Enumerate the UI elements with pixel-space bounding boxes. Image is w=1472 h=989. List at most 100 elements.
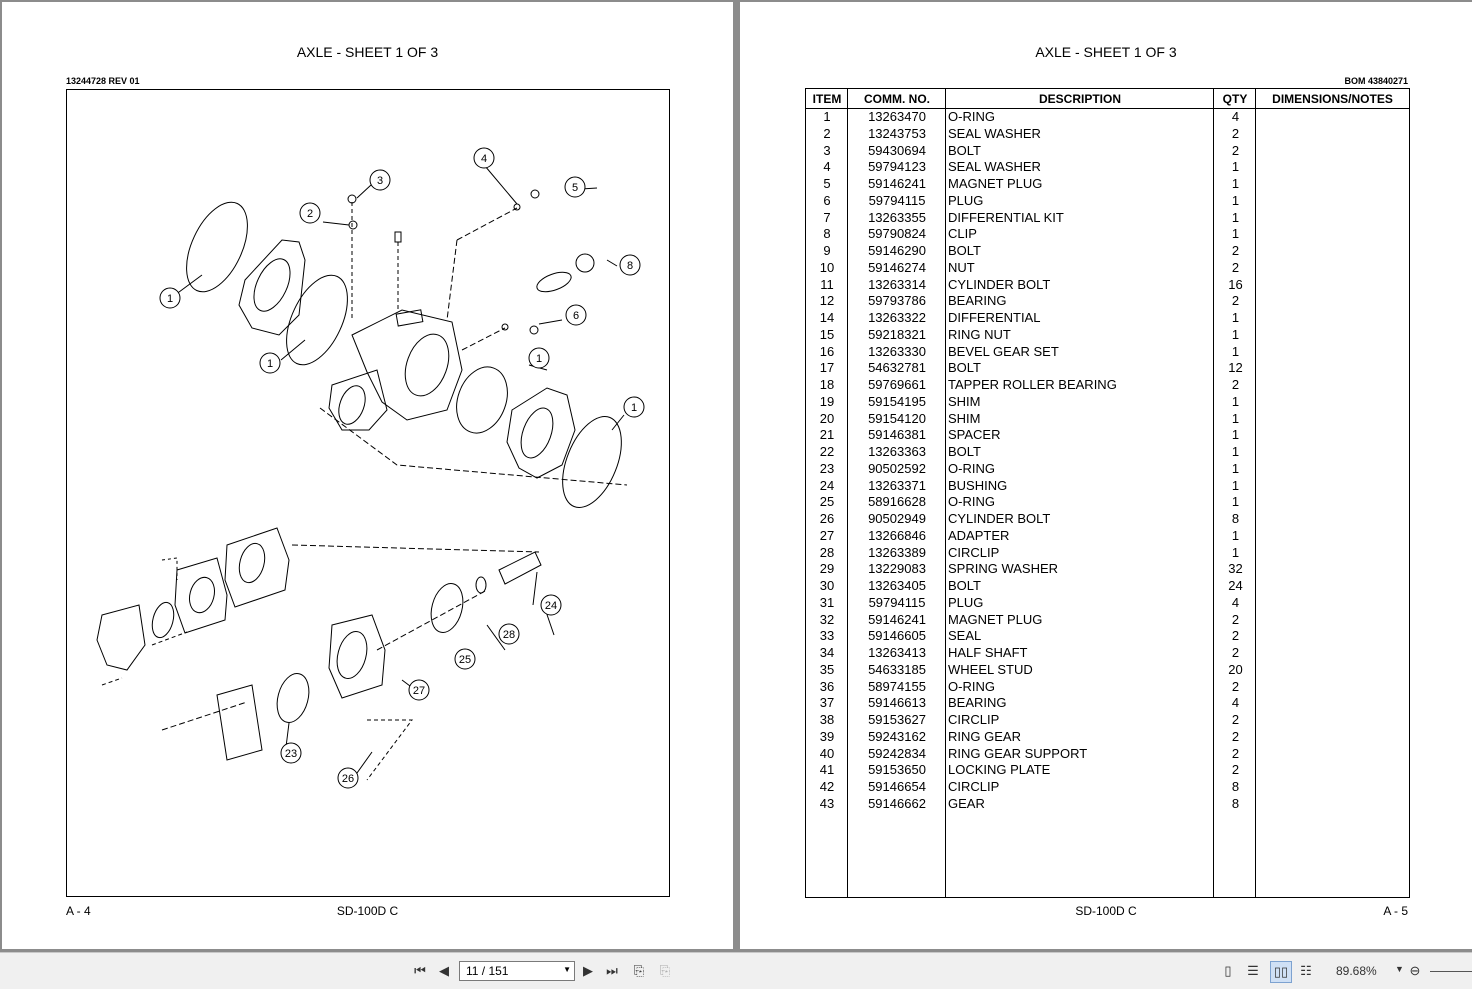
- header-qty: QTY: [1222, 92, 1248, 106]
- qty-cell: 1: [1231, 326, 1240, 342]
- description-cell: CIRCLIP: [948, 779, 1000, 794]
- item-cell: 5: [823, 176, 831, 191]
- qty-cell: 1: [1231, 159, 1240, 175]
- comm-no-cell: 13263371: [868, 477, 926, 493]
- description-cell: BEARING: [948, 293, 1007, 309]
- qty-cell: 8: [1231, 795, 1240, 811]
- footer-model-left: SD-100D C: [336, 904, 399, 918]
- sheet-title-left: AXLE - SHEET 1 OF 3: [296, 44, 439, 60]
- item-cell: 41: [819, 762, 835, 778]
- item-cell: 43: [819, 795, 835, 811]
- description-cell: LOCKING PLATE: [948, 762, 1051, 778]
- first-page-icon[interactable]: ⏮: [414, 963, 426, 978]
- item-cell: 37: [819, 695, 835, 711]
- description-cell: RING NUT: [948, 326, 1011, 342]
- description-cell: RING GEAR SUPPORT: [948, 745, 1088, 761]
- description-cell: SEAL: [948, 628, 982, 644]
- comm-no-cell: 59153650: [868, 762, 926, 778]
- bom-ref: BOM 43840271: [1344, 76, 1408, 86]
- comm-no-cell: 13266846: [868, 527, 926, 543]
- page-number-input[interactable]: 11 / 151 ▼: [459, 961, 575, 981]
- item-cell: 10: [819, 259, 835, 275]
- qty-cell: 4: [1231, 695, 1240, 711]
- description-cell: WHEEL STUD: [948, 661, 1033, 677]
- last-page-icon[interactable]: ⏭: [606, 963, 618, 978]
- comm-no-cell: 59146290: [868, 243, 926, 258]
- item-cell: 4: [823, 159, 831, 175]
- continuous-facing-icon[interactable]: ☷: [1300, 963, 1312, 978]
- item-cell: 36: [819, 678, 835, 694]
- qty-cell: 32: [1228, 561, 1243, 577]
- qty-cell: 1: [1231, 343, 1240, 359]
- comm-no-cell: 90502592: [868, 460, 926, 476]
- comm-no-cell: 59146381: [868, 427, 926, 443]
- next-page-icon[interactable]: ▶: [583, 963, 593, 978]
- description-cell: CIRCLIP: [948, 544, 1000, 560]
- item-cell: 16: [819, 343, 835, 359]
- item-cell: 39: [819, 728, 835, 744]
- zoom-level[interactable]: 89.68%: [1336, 964, 1377, 978]
- item-cell: 31: [819, 594, 835, 610]
- item-cell: 23: [819, 460, 835, 476]
- continuous-icon[interactable]: ☰: [1247, 963, 1259, 978]
- item-cell: 3: [823, 142, 831, 158]
- qty-cell: 4: [1231, 109, 1240, 124]
- qty-cell: 20: [1228, 661, 1243, 677]
- next-view-icon[interactable]: ⎘: [659, 963, 671, 978]
- comm-no-cell: 13263330: [868, 343, 926, 359]
- col-divider: [945, 89, 946, 897]
- comm-no-cell: 54633185: [868, 661, 926, 677]
- description-cell: PLUG: [948, 192, 984, 208]
- description-cell: HALF SHAFT: [948, 645, 1028, 660]
- single-page-icon[interactable]: ▯: [1224, 963, 1232, 978]
- footer-page-number-left: A - 4: [66, 904, 91, 918]
- prev-view-icon[interactable]: ⎘: [633, 963, 645, 978]
- comm-no-cell: 59146613: [868, 695, 926, 711]
- comm-no-cell: 59146241: [868, 611, 926, 627]
- prev-page-icon[interactable]: ◀: [439, 963, 449, 978]
- comm-no-cell: 59242834: [868, 745, 926, 761]
- item-cell: 42: [819, 779, 835, 794]
- viewer-toolbar: ⏮ ◀ 11 / 151 ▼ ▶ ⏭ ⎘ ⎘ ▯ ☰ ▯▯ ☷ 89.68% ▼…: [0, 952, 1472, 989]
- zoom-dropdown-icon[interactable]: ▼: [1395, 964, 1404, 974]
- comm-no-cell: 13263389: [868, 544, 926, 560]
- comm-no-cell: 59794115: [868, 594, 926, 610]
- qty-cell: 1: [1231, 460, 1240, 476]
- description-cell: CLIP: [948, 226, 977, 242]
- header-dimensions-notes: DIMENSIONS/NOTES: [1272, 92, 1393, 106]
- qty-cell: 8: [1231, 511, 1240, 526]
- item-cell: 2: [823, 125, 831, 141]
- item-cell: 9: [823, 243, 831, 258]
- qty-cell: 2: [1231, 762, 1240, 778]
- left-page: AXLE - SHEET 1 OF 3 13244728 REV 01: [2, 2, 733, 949]
- zoom-slider[interactable]: [1430, 971, 1472, 972]
- qty-cell: 1: [1231, 527, 1240, 543]
- zoom-out-icon[interactable]: ⊖: [1409, 963, 1421, 978]
- comm-no-cell: 59146662: [868, 795, 926, 811]
- qty-cell: 1: [1231, 192, 1240, 208]
- comm-no-cell: 13243753: [868, 125, 926, 141]
- description-cell: CYLINDER BOLT: [948, 511, 1051, 526]
- description-cell: SPRING WASHER: [948, 561, 1059, 577]
- qty-cell: 1: [1231, 410, 1240, 426]
- chevron-down-icon[interactable]: ▼: [563, 965, 571, 974]
- item-cell: 11: [820, 276, 834, 292]
- description-cell: BOLT: [948, 444, 981, 459]
- comm-no-cell: 59146241: [868, 176, 926, 191]
- comm-no-cell: 59430694: [868, 142, 926, 158]
- qty-cell: 2: [1231, 377, 1240, 392]
- qty-cell: 2: [1231, 142, 1240, 158]
- facing-icon[interactable]: ▯▯: [1270, 961, 1292, 983]
- col-divider: [1255, 89, 1256, 897]
- comm-no-cell: 59146605: [868, 628, 926, 644]
